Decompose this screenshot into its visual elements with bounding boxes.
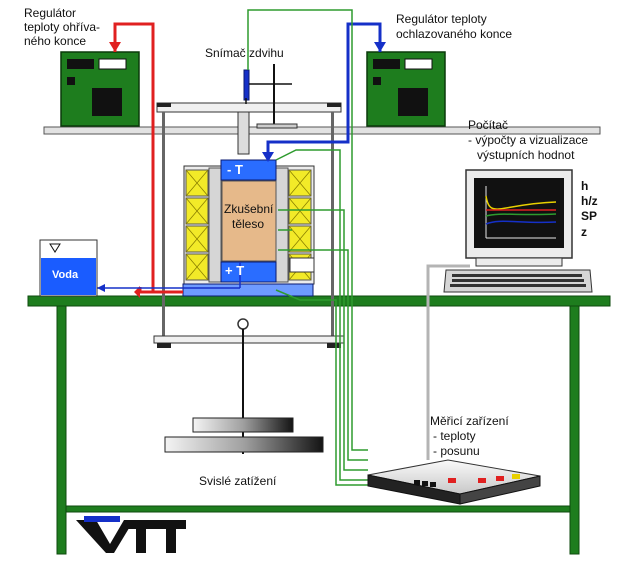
table-leg-left xyxy=(56,305,67,555)
computer-label-2: - výpočty a vizualizace xyxy=(468,133,589,147)
regulator-cold-label-2: ochlazovaného konce xyxy=(396,27,513,41)
loading-frame xyxy=(153,102,345,454)
output-z: z xyxy=(581,225,587,239)
regulator-hot-label-1: Regulátor xyxy=(24,6,77,20)
vtt-logo xyxy=(76,516,186,553)
keyboard xyxy=(443,269,593,293)
regulator-cold-device xyxy=(366,51,446,127)
regulator-cold-label-1: Regulátor teploty xyxy=(396,12,487,26)
specimen-label-1: Zkušební xyxy=(224,202,274,216)
measuring-label-2: - teploty xyxy=(433,429,476,443)
minus-t-label: - T xyxy=(227,162,243,177)
cold-arrow-down xyxy=(374,42,386,52)
table xyxy=(27,295,611,555)
base-plate xyxy=(182,283,314,297)
specimen-label-2: těleso xyxy=(232,217,265,231)
output-sp: SP xyxy=(581,209,598,223)
signal-cables xyxy=(247,9,368,486)
table-shelf xyxy=(65,505,571,513)
water-container xyxy=(39,239,98,297)
measuring-label-3: - posunu xyxy=(433,444,480,458)
computer-label-3: výstupních hodnot xyxy=(477,148,575,162)
displacement-sensor xyxy=(243,64,298,129)
load-hook xyxy=(237,318,249,330)
specimen xyxy=(221,180,277,262)
regulator-hot-device xyxy=(60,51,140,127)
cold-circuit-line xyxy=(266,22,382,160)
cold-plate xyxy=(220,159,277,181)
weight-plates xyxy=(164,417,324,453)
hot-arrow xyxy=(109,42,121,52)
output-h-z: h/z xyxy=(581,194,598,208)
piston xyxy=(237,111,250,155)
measuring-device xyxy=(367,459,541,505)
table-top xyxy=(27,295,611,307)
specimen-chamber xyxy=(183,159,315,285)
displacement-sensor-label: Snímač zdvihu xyxy=(205,46,284,60)
regulator-hot-label-3: ného konce xyxy=(24,34,87,48)
output-h: h xyxy=(581,179,589,193)
upper-shelf xyxy=(43,126,601,135)
computer-label-1: Počítač xyxy=(468,118,509,132)
hot-plate xyxy=(220,261,277,283)
table-leg-right xyxy=(569,305,580,555)
data-cable xyxy=(426,264,470,460)
water-label: Voda xyxy=(52,269,79,281)
computer-monitor xyxy=(465,169,573,267)
plus-t-label: + T xyxy=(225,263,245,278)
measuring-label-1: Měřicí zařízení xyxy=(430,414,509,428)
vertical-load-label: Svislé zatížení xyxy=(199,474,277,488)
regulator-hot-label-2: teploty ohříva- xyxy=(24,20,101,34)
